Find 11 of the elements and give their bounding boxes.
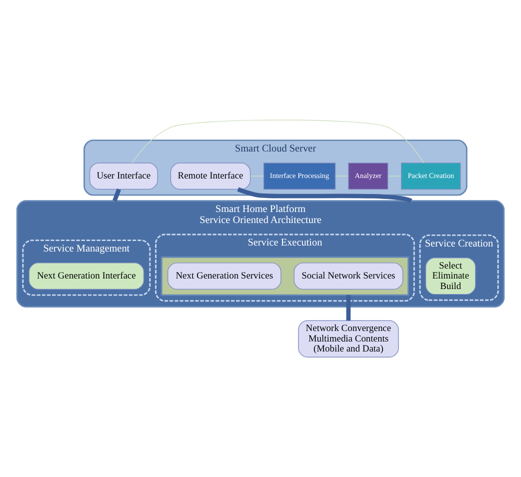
- cluster: [160, 256, 410, 296]
- node-box: User Interface: [89, 162, 158, 190]
- connector: [112, 188, 121, 202]
- node-box: Network Convergence Multimedia Contents (Mobile and Data): [298, 320, 399, 358]
- node-box: Next Generation Services: [167, 262, 282, 290]
- node-box: Next Generation Interface: [28, 262, 144, 290]
- node-box: Remote Interface: [170, 162, 251, 190]
- connector: [346, 295, 351, 321]
- node-box: Social Network Services: [294, 262, 404, 290]
- connector: [132, 120, 424, 164]
- node-box: Select Eliminate Build: [425, 257, 476, 295]
